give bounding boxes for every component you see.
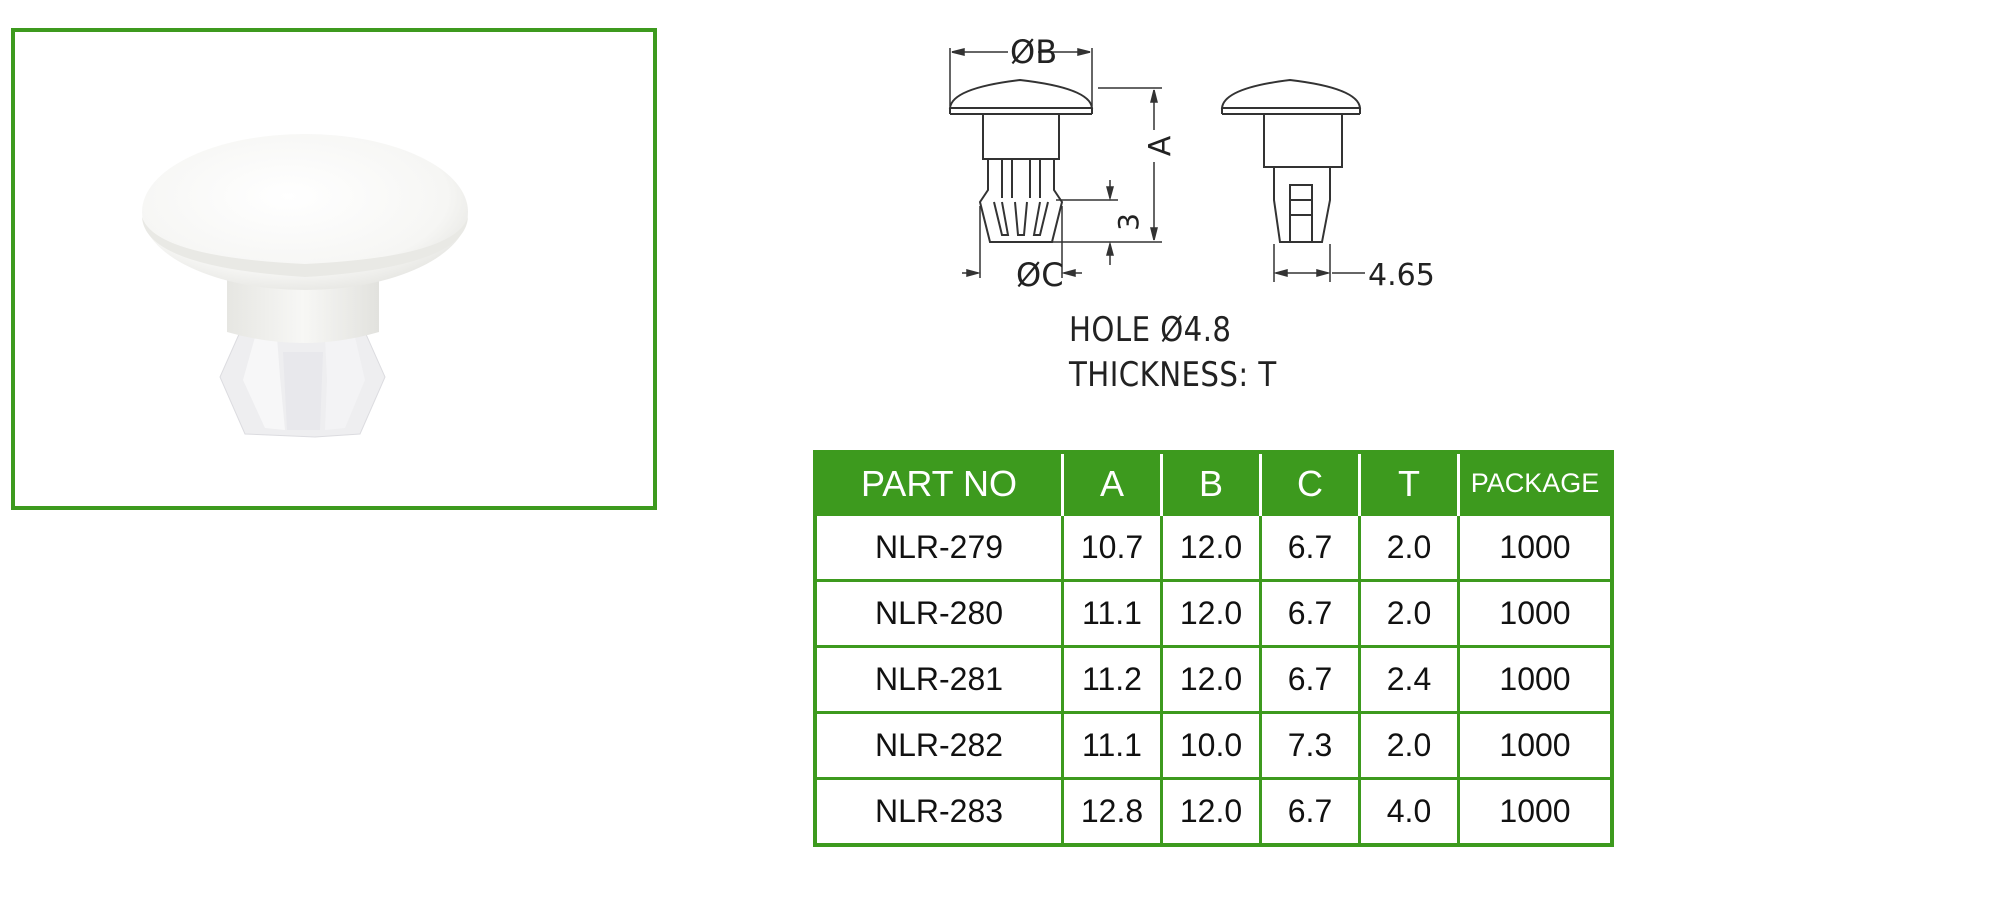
header-a: A <box>1061 452 1162 515</box>
cell-t: 2.0 <box>1358 513 1460 582</box>
label-diameter-c: ØC <box>1016 256 1064 294</box>
cell-c: 6.7 <box>1259 579 1361 648</box>
table-row: NLR-282 11.1 10.0 7.3 2.0 1000 <box>813 711 1614 780</box>
cell-part-no: NLR-281 <box>813 645 1064 714</box>
label-3: 3 <box>1112 213 1145 231</box>
header-t: T <box>1358 452 1459 515</box>
cell-c: 7.3 <box>1259 711 1361 780</box>
cell-c: 6.7 <box>1259 777 1361 847</box>
cell-package: 1000 <box>1457 645 1614 714</box>
cell-package: 1000 <box>1457 711 1614 780</box>
header-c: C <box>1259 452 1360 515</box>
cell-package: 1000 <box>1457 579 1614 648</box>
technical-drawing: ØB A 3 ØC 4.65 <box>940 30 1460 400</box>
label-a: A <box>1143 135 1178 156</box>
header-package: PACKAGE <box>1457 452 1612 515</box>
table-row: NLR-279 10.7 12.0 6.7 2.0 1000 <box>813 513 1614 582</box>
label-4-65: 4.65 <box>1368 258 1435 293</box>
cell-a: 11.1 <box>1061 711 1163 780</box>
cell-t: 2.4 <box>1358 645 1460 714</box>
cell-b: 12.0 <box>1160 645 1262 714</box>
cell-t: 4.0 <box>1358 777 1460 847</box>
cell-c: 6.7 <box>1259 513 1361 582</box>
table-row: NLR-283 12.8 12.0 6.7 4.0 1000 <box>813 777 1614 847</box>
cell-part-no: NLR-282 <box>813 711 1064 780</box>
product-photo-frame <box>11 28 657 510</box>
cell-a: 12.8 <box>1061 777 1163 847</box>
cell-part-no: NLR-279 <box>813 513 1064 582</box>
header-part-no: PART NO <box>815 452 1063 515</box>
cell-b: 10.0 <box>1160 711 1262 780</box>
product-photo <box>142 134 468 438</box>
cell-part-no: NLR-280 <box>813 579 1064 648</box>
cell-b: 12.0 <box>1160 579 1262 648</box>
hole-spec: HOLE Ø4.8 <box>1069 310 1232 350</box>
cell-package: 1000 <box>1457 777 1614 847</box>
cell-t: 2.0 <box>1358 711 1460 780</box>
table-row: NLR-281 11.2 12.0 6.7 2.4 1000 <box>813 645 1614 714</box>
spec-table: PART NO A B C T PACKAGE NLR-279 10.7 12.… <box>813 450 1614 847</box>
cell-b: 12.0 <box>1160 777 1262 847</box>
table-header-row: PART NO A B C T PACKAGE <box>815 452 1612 515</box>
cell-a: 11.1 <box>1061 579 1163 648</box>
thickness-spec: THICKNESS: T <box>1069 355 1277 395</box>
cell-b: 12.0 <box>1160 513 1262 582</box>
cell-a: 10.7 <box>1061 513 1163 582</box>
cell-package: 1000 <box>1457 513 1614 582</box>
cell-part-no: NLR-283 <box>813 777 1064 847</box>
cell-a: 11.2 <box>1061 645 1163 714</box>
cell-c: 6.7 <box>1259 645 1361 714</box>
label-diameter-b: ØB <box>1010 33 1057 71</box>
header-b: B <box>1160 452 1261 515</box>
table-row: NLR-280 11.1 12.0 6.7 2.0 1000 <box>813 579 1614 648</box>
cell-t: 2.0 <box>1358 579 1460 648</box>
